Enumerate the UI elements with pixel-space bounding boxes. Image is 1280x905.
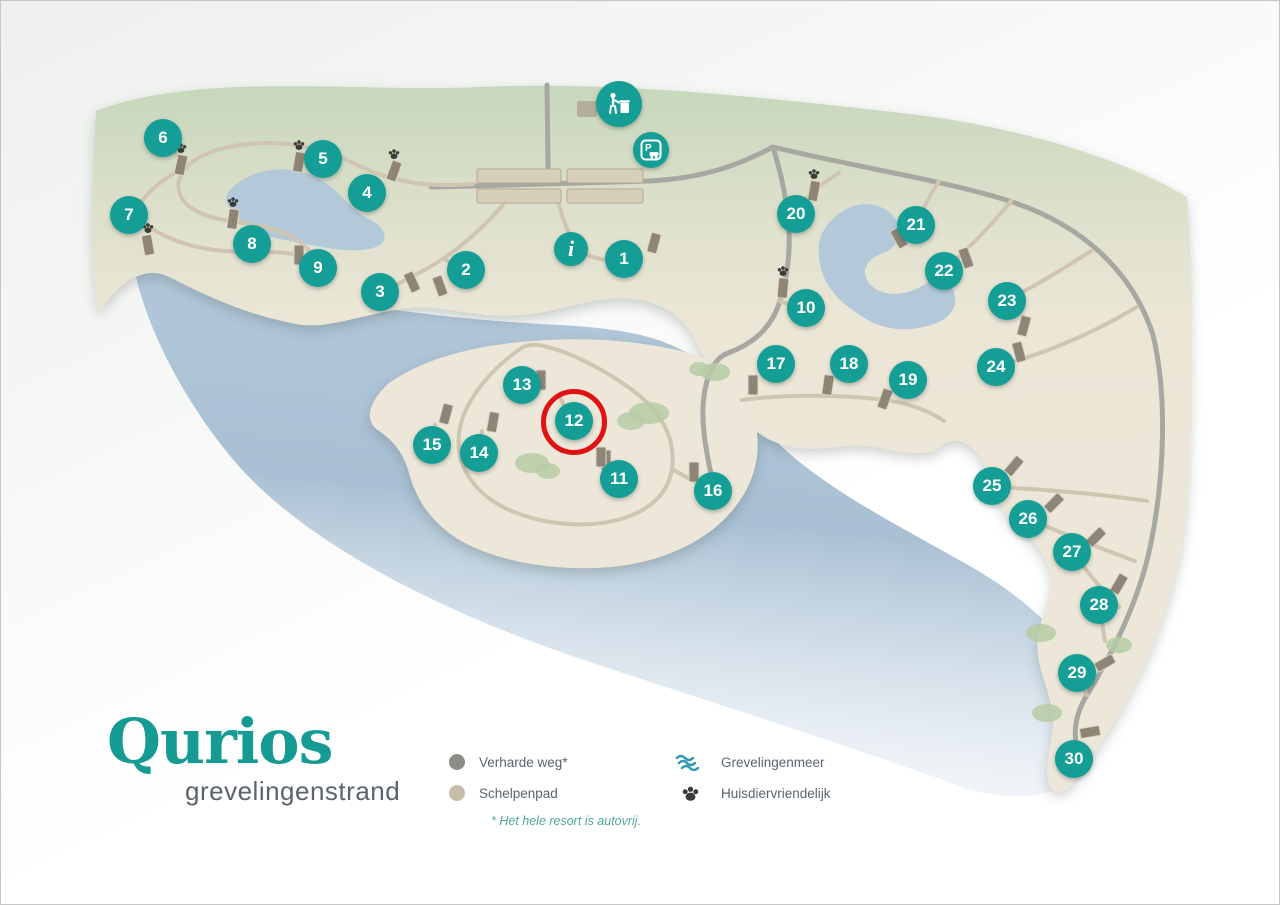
map-marker-25[interactable]: 25	[973, 467, 1011, 505]
map-marker-27[interactable]: 27	[1053, 533, 1091, 571]
legend-footnote: * Het hele resort is autovrij.	[491, 814, 642, 828]
map-marker-1[interactable]: 1	[605, 240, 643, 278]
map-marker-7[interactable]: 7	[110, 196, 148, 234]
cabin-5	[292, 151, 306, 173]
map-marker-5[interactable]: 5	[304, 140, 342, 178]
map-marker-17[interactable]: 17	[757, 345, 795, 383]
map-marker-20[interactable]: 20	[777, 195, 815, 233]
cabin-20	[807, 180, 821, 202]
cabin-4	[385, 159, 403, 183]
map-marker-13[interactable]: 13	[503, 366, 541, 404]
legend-item-pet-friendly: Huisdiervriendelijk	[673, 784, 831, 802]
map-marker-11[interactable]: 11	[600, 460, 638, 498]
lagoon-east	[818, 204, 956, 330]
parking-icon: P	[633, 132, 669, 168]
waste-glyph	[609, 92, 630, 114]
waves-icon	[673, 753, 707, 771]
legend-label: Schelpenpad	[479, 785, 558, 801]
legend-label: Grevelingenmeer	[721, 754, 825, 770]
map-marker-21[interactable]: 21	[897, 206, 935, 244]
logo-title: Qurios	[107, 705, 334, 778]
cabin-29	[1093, 653, 1117, 673]
legend: Verharde weg* Schelpenpad Grevelingenmee…	[449, 753, 831, 802]
cabin-23	[1016, 314, 1032, 338]
map-marker-10[interactable]: 10	[787, 289, 825, 327]
central-buildings	[476, 101, 657, 204]
cabin-25	[1003, 455, 1025, 477]
map-marker-9[interactable]: 9	[299, 249, 337, 287]
info-point-icon: i	[554, 232, 588, 266]
map-marker-2[interactable]: 2	[447, 251, 485, 289]
cabin-18	[821, 374, 835, 396]
legend-item-shell-path: Schelpenpad	[449, 784, 617, 802]
parking-glyph: P	[640, 139, 662, 161]
cabin-24	[1011, 340, 1027, 364]
paw-icon	[673, 784, 707, 803]
legend-label: Huisdiervriendelijk	[721, 785, 831, 801]
legend-label: Verharde weg*	[479, 754, 568, 770]
waste-disposal-icon	[596, 81, 642, 127]
cabin-6	[173, 153, 189, 177]
cabin-19	[876, 387, 894, 411]
cabin-30	[1079, 725, 1101, 739]
map-marker-26[interactable]: 26	[1009, 500, 1047, 538]
map-marker-18[interactable]: 18	[830, 345, 868, 383]
trees	[515, 362, 1132, 722]
shell-path-swatch-icon	[449, 785, 465, 801]
map-marker-19[interactable]: 19	[889, 361, 927, 399]
info-glyph: i	[567, 236, 575, 261]
map-marker-29[interactable]: 29	[1058, 654, 1096, 692]
map-marker-3[interactable]: 3	[361, 273, 399, 311]
legend-item-paved-road: Verharde weg*	[449, 753, 617, 771]
cabin-14	[486, 411, 500, 433]
map-marker-30[interactable]: 30	[1055, 740, 1093, 778]
cabin-10	[776, 277, 790, 299]
map-marker-15[interactable]: 15	[413, 426, 451, 464]
map-marker-28[interactable]: 28	[1080, 586, 1118, 624]
cabin-3	[403, 270, 421, 294]
logo-subtitle: grevelingenstrand	[185, 776, 401, 806]
map-marker-24[interactable]: 24	[977, 348, 1015, 386]
map-marker-23[interactable]: 23	[988, 282, 1026, 320]
map-marker-22[interactable]: 22	[925, 252, 963, 290]
cabin-2	[431, 274, 449, 298]
cabin-8	[226, 208, 240, 230]
cabin-1	[646, 231, 662, 255]
cabin-16	[688, 461, 700, 483]
legend-item-lake: Grevelingenmeer	[673, 753, 831, 771]
cabin-22	[957, 246, 975, 270]
map-marker-12[interactable]: 12	[555, 402, 593, 440]
map-marker-4[interactable]: 4	[348, 174, 386, 212]
map-marker-16[interactable]: 16	[694, 472, 732, 510]
map-marker-14[interactable]: 14	[460, 434, 498, 472]
svg-text:P: P	[645, 143, 652, 154]
cabin-17	[747, 374, 759, 396]
cabin-15	[438, 402, 454, 426]
map-marker-8[interactable]: 8	[233, 225, 271, 263]
land-main	[92, 85, 1192, 792]
logo: Qurios grevelingenstrand	[107, 711, 400, 807]
paved-road-swatch-icon	[449, 754, 465, 770]
map-marker-6[interactable]: 6	[144, 119, 182, 157]
cabin-7	[141, 234, 155, 256]
roads-paved	[428, 82, 1166, 766]
cabin-26	[1043, 492, 1065, 514]
